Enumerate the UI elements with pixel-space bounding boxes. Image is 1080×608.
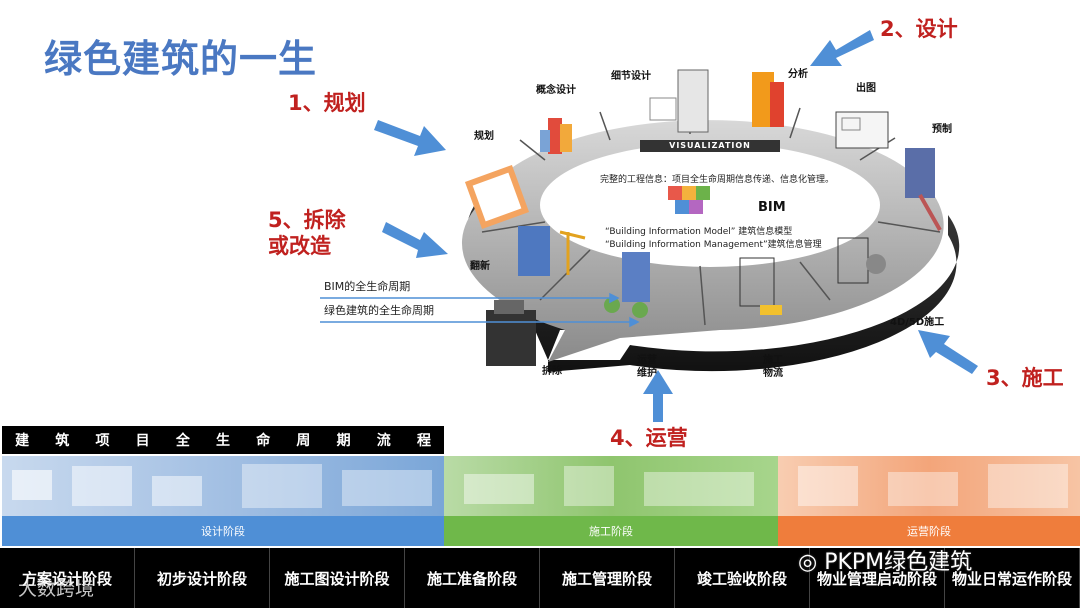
construct-arrow bbox=[918, 330, 978, 374]
bim-label: BIM bbox=[758, 200, 786, 215]
wechat-icon: ◎ bbox=[798, 550, 825, 575]
building-icons bbox=[464, 69, 942, 366]
bim-model-text: “Building Information Model” 建筑信息模型 bbox=[605, 227, 793, 237]
wechat-watermark: ◎ PKPM绿色建筑 bbox=[798, 550, 973, 575]
operation-phase-photo bbox=[778, 456, 1080, 516]
operation-building-icon bbox=[604, 252, 650, 318]
cell-construction-drawing: 施工图设计阶段 bbox=[270, 548, 405, 608]
design-arrow bbox=[810, 30, 874, 66]
logistics-building-icon bbox=[739, 257, 782, 315]
design-phase-bar: 设计阶段 bbox=[2, 516, 444, 546]
operation-phase-bar: 运营阶段 bbox=[778, 516, 1080, 546]
stage-label-4d5d: 4D/5D施工 bbox=[890, 317, 945, 328]
concept-building-icon bbox=[540, 118, 572, 154]
center-info-text: 完整的工程信息：项目全生命周期信息传递、信息化管理。 bbox=[600, 175, 835, 185]
ring-surface bbox=[461, 120, 944, 363]
cell-completion-acceptance: 竣工验收阶段 bbox=[675, 548, 810, 608]
construction-phase-illustration bbox=[464, 466, 754, 506]
corner-watermark: 大数跨境 bbox=[18, 578, 95, 600]
renovation-building-icon bbox=[518, 226, 586, 276]
plan-arrow bbox=[374, 120, 446, 156]
stage-label-gainian: 概念设计 bbox=[536, 85, 576, 96]
design-phase-illustration bbox=[12, 464, 432, 508]
callout-operate: 4、运营 bbox=[610, 426, 688, 450]
stage-label-fenxi: 分析 bbox=[788, 69, 808, 80]
operation-phase-illustration bbox=[798, 464, 1068, 508]
stage-label-shigong-wuliu: 施工 物流 bbox=[763, 355, 783, 379]
stage-cells: 方案设计阶段 初步设计阶段 施工图设计阶段 施工准备阶段 施工管理阶段 竣工验收… bbox=[0, 548, 1080, 608]
bim-cube-icon bbox=[668, 186, 710, 214]
construction-phase-photo bbox=[444, 456, 778, 516]
cell-construction-management: 施工管理阶段 bbox=[540, 548, 675, 608]
callout-design: 2、设计 bbox=[880, 17, 958, 41]
stage-label-yuzhi: 预制 bbox=[932, 124, 952, 135]
stage-label-xijie: 细节设计 bbox=[611, 71, 651, 82]
green-building-lifecycle-label: 绿色建筑的全生命周期 bbox=[324, 304, 434, 317]
lifecycle-lines bbox=[320, 292, 640, 328]
visualization-label: VISUALIZATION bbox=[669, 141, 751, 150]
bim-management-text: “Building Information Management”建筑信息管理 bbox=[605, 240, 822, 250]
clipboard-icon bbox=[464, 164, 530, 230]
construction-building-icon bbox=[837, 237, 886, 284]
callout-arrows bbox=[374, 30, 978, 422]
prefab-building-icon bbox=[905, 148, 942, 231]
cell-construction-prep: 施工准备阶段 bbox=[405, 548, 540, 608]
stage-label-chaichu: 拆除 bbox=[542, 366, 562, 377]
demolition-building-icon bbox=[486, 300, 536, 366]
stage-label-chutu: 出图 bbox=[856, 83, 876, 94]
project-lifecycle-flow-title: 建 筑 项 目 全 生 命 周 期 流 程 bbox=[2, 426, 444, 454]
stage-label-guihua: 规划 bbox=[474, 131, 494, 142]
operate-arrow bbox=[643, 370, 673, 422]
callout-construct: 3、施工 bbox=[986, 366, 1064, 390]
drawing-sheet-icon bbox=[835, 111, 889, 149]
construction-phase-bar: 施工阶段 bbox=[444, 516, 778, 546]
stage-label-fanxin: 翻新 bbox=[470, 261, 490, 272]
ring-inner-area bbox=[542, 145, 878, 265]
design-phase-photo bbox=[2, 456, 444, 516]
lifecycle-ring-diagram bbox=[320, 30, 978, 422]
page-title: 绿色建筑的一生 bbox=[44, 37, 318, 81]
visualization-banner bbox=[640, 140, 780, 152]
ring-dividers bbox=[481, 104, 941, 326]
detail-building-icon bbox=[649, 69, 709, 133]
callout-demolish-line1: 5、拆除 bbox=[268, 208, 346, 232]
stage-label-yunying: 运营 维护 bbox=[637, 355, 657, 379]
cell-scheme-design: 方案设计阶段 bbox=[0, 548, 135, 608]
callout-plan: 1、规划 bbox=[288, 91, 366, 115]
bim-lifecycle-label: BIM的全生命周期 bbox=[324, 280, 411, 293]
callout-demolish-line2: 或改造 bbox=[268, 234, 331, 258]
cell-property-startup: 物业管理启动阶段 bbox=[810, 548, 945, 608]
cell-preliminary-design: 初步设计阶段 bbox=[135, 548, 270, 608]
analysis-building-icon bbox=[752, 72, 784, 127]
demolish-arrow bbox=[382, 222, 448, 258]
